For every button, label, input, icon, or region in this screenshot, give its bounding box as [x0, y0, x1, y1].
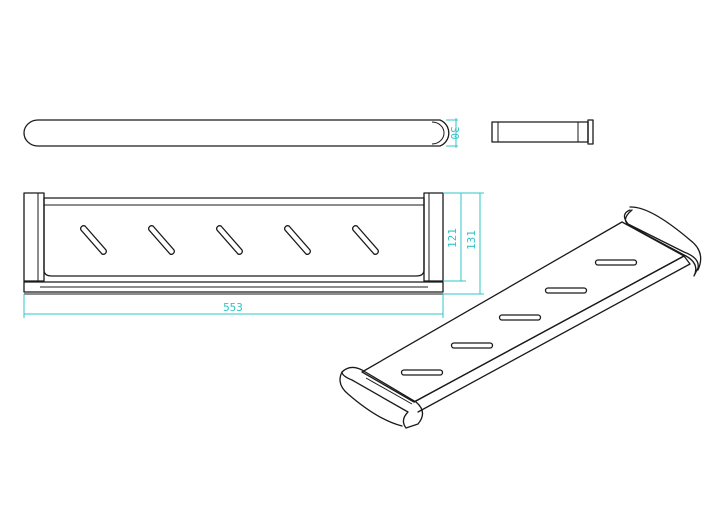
dimension-inner-height: 121 [443, 192, 466, 282]
iso-slot-2 [450, 342, 494, 349]
front-view-slots [80, 225, 379, 255]
glass-slot-2 [148, 225, 175, 255]
top-view-bar [23, 119, 450, 147]
dimension-outer-height: 131 [443, 192, 484, 295]
front-view-shelf [23, 192, 444, 295]
isometric-view-slots [400, 259, 638, 376]
glass-slot-5 [352, 225, 379, 255]
dimension-bar-diameter: 30 [446, 118, 461, 148]
dim-label-121: 121 [446, 228, 459, 248]
iso-slot-5 [594, 259, 638, 266]
glass-slot-1 [80, 225, 107, 255]
isometric-view-shelf [339, 206, 702, 429]
dim-label-30: 30 [448, 126, 461, 139]
dimension-overall-length: 553 [23, 294, 444, 318]
dim-label-553: 553 [223, 301, 243, 314]
iso-slot-3 [498, 314, 542, 321]
iso-slot-4 [544, 287, 588, 294]
glass-slot-4 [284, 225, 311, 255]
end-view-bracket [491, 119, 594, 145]
dim-label-131: 131 [465, 230, 478, 250]
iso-slot-1 [400, 369, 444, 376]
glass-slot-3 [216, 225, 243, 255]
